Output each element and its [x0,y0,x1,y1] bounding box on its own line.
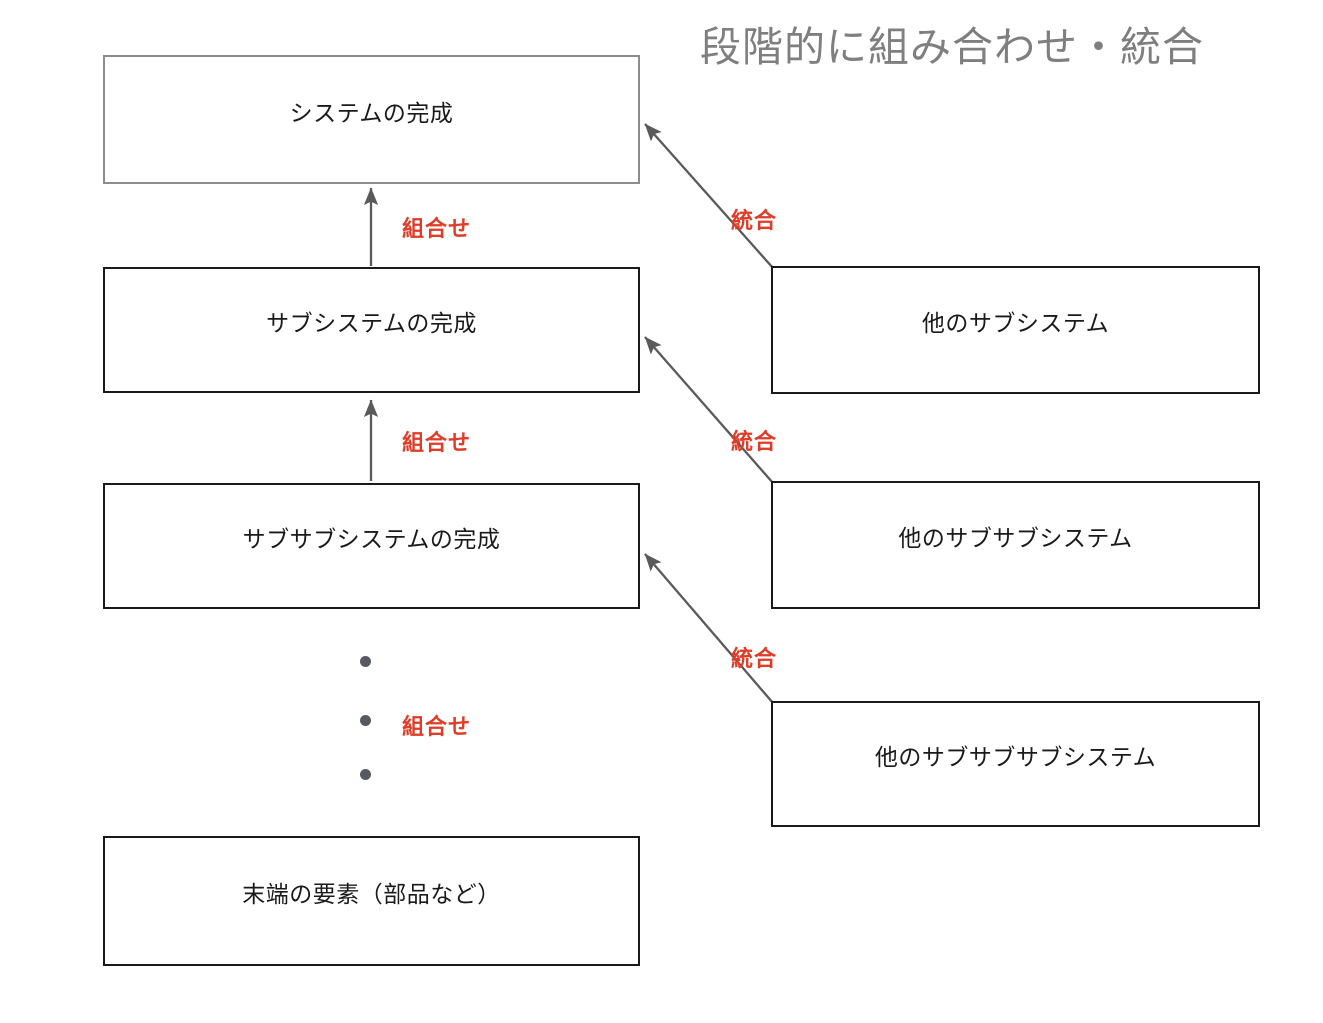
edge-label-combine-3: 組合せ [402,714,472,739]
box-other-subsystem-label: 他のサブシステム [921,310,1110,336]
edge-label-combine-2: 組合せ [402,430,472,455]
box-leaf-element-label: 末端の要素（部品など） [242,881,501,907]
box-leaf-element[interactable]: 末端の要素（部品など） [103,836,640,966]
box-other-subsubsystem[interactable]: 他のサブサブシステム [771,481,1260,609]
box-other-subsystem[interactable]: 他のサブシステム [771,266,1260,394]
ellipsis-dot [360,715,371,726]
box-subsystem-label: サブシステムの完成 [266,310,477,336]
arrow-integrate-3 [644,553,774,704]
arrow-integrate-2 [644,336,774,484]
page-title: 段階的に組み合わせ・統合 [700,24,1204,70]
edge-label-integrate-2: 統合 [731,429,778,454]
box-other-subsubsubsystem[interactable]: 他のサブサブサブシステム [771,701,1260,827]
box-other-subsubsubsystem-label: 他のサブサブサブシステム [874,744,1157,770]
arrow-integrate-1 [644,123,774,269]
box-subsubsystem[interactable]: サブサブシステムの完成 [103,483,640,609]
ellipsis-dot [360,769,371,780]
edge-label-integrate-1: 統合 [731,208,778,233]
ellipsis-dot [360,656,371,667]
box-subsystem[interactable]: サブシステムの完成 [103,267,640,393]
box-subsubsystem-label: サブサブシステムの完成 [242,526,501,552]
edge-label-integrate-3: 統合 [731,646,778,671]
edge-label-combine-1: 組合せ [402,216,472,241]
box-system-label: システムの完成 [289,99,454,126]
box-other-subsubsystem-label: 他のサブサブシステム [898,525,1133,551]
box-system[interactable]: システムの完成 [103,55,640,184]
